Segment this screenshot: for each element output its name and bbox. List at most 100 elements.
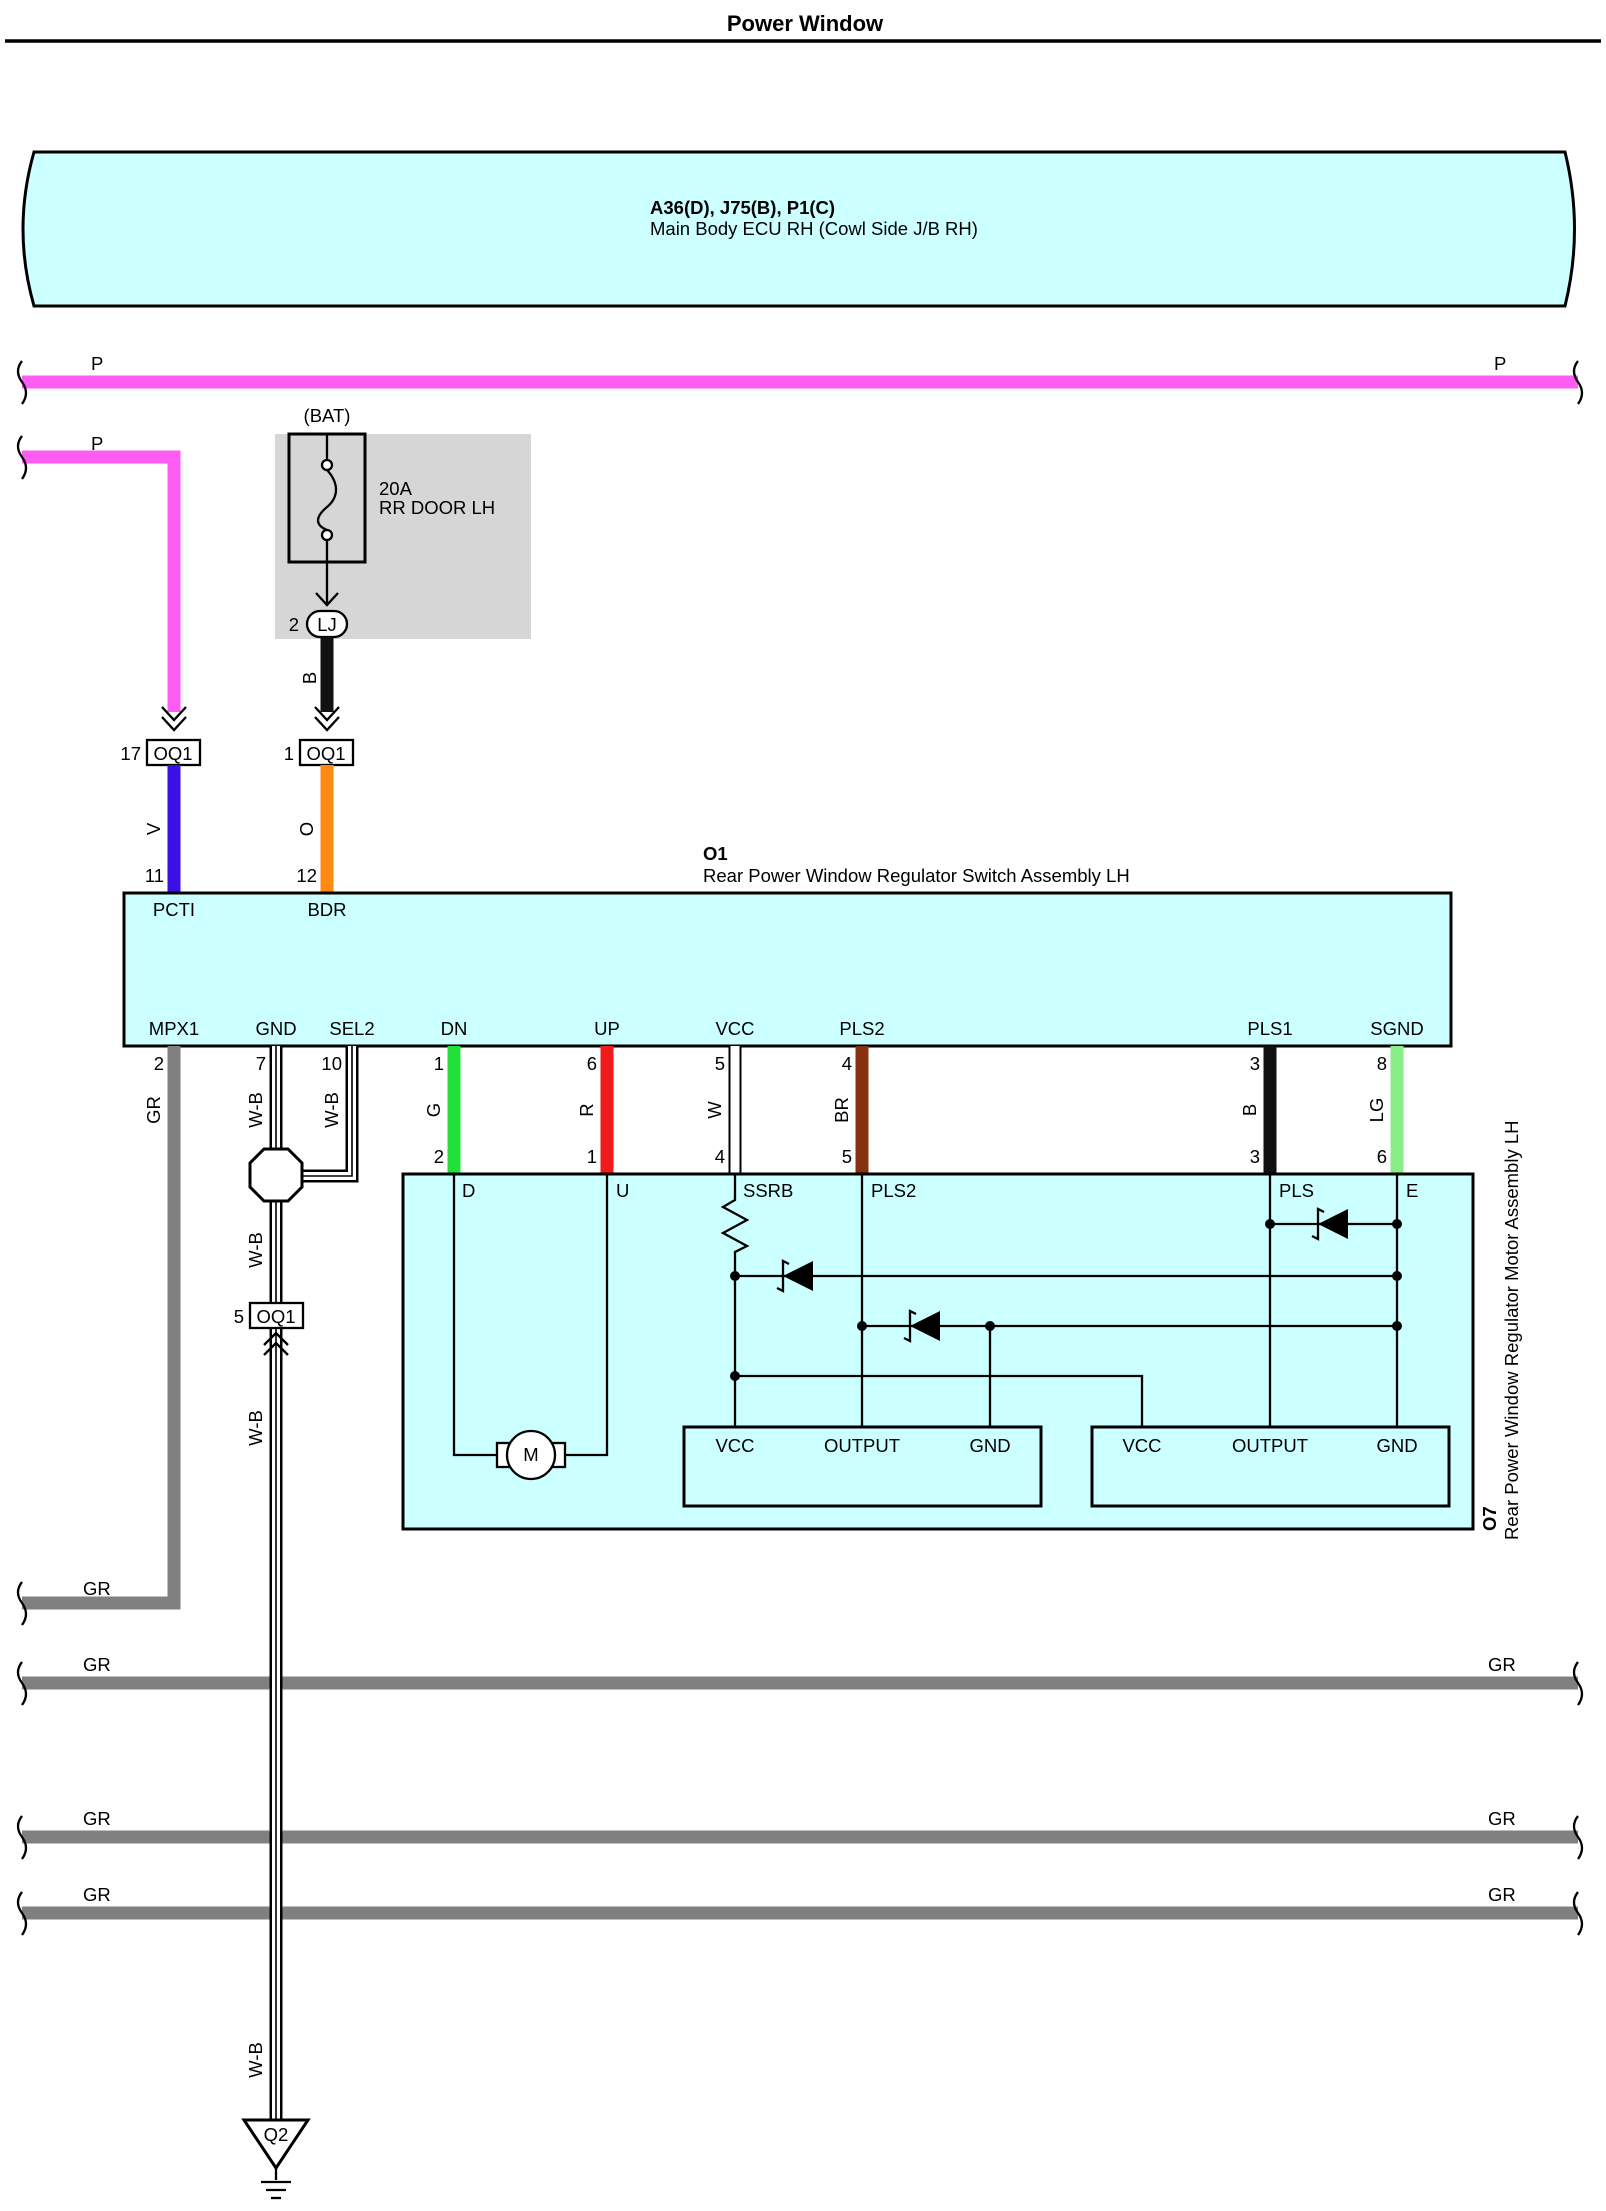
break-left-p-drop xyxy=(16,435,28,480)
zener-diode-icon xyxy=(1311,1207,1348,1241)
connector-oq1-pin5-label: OQ1 xyxy=(256,1306,295,1327)
pin-num-pls1: 3 xyxy=(1250,1053,1260,1074)
fuse-arrow xyxy=(315,592,339,607)
switch-name: Rear Power Window Regulator Switch Assem… xyxy=(703,865,1130,886)
connector-oq1-pin5 xyxy=(248,1301,305,1330)
pin-num-up: 6 xyxy=(587,1053,597,1074)
connector-oq1-pin1-num: 1 xyxy=(284,743,294,764)
ground-triangle xyxy=(241,2118,311,2171)
pin-name-sel2: SEL2 xyxy=(329,1018,374,1039)
wire-label-wb-low: W-B xyxy=(245,1410,266,1446)
motor-pin-num-pls2: 5 xyxy=(842,1146,852,1167)
pin-num-pls2: 4 xyxy=(842,1053,852,1074)
motor-label: M xyxy=(523,1444,538,1465)
motor-pin-name-e: E xyxy=(1406,1180,1418,1201)
sensor1-vcc: VCC xyxy=(715,1435,754,1456)
motor-pin-num-pls: 3 xyxy=(1250,1146,1260,1167)
zener-diode-icon xyxy=(903,1309,940,1343)
pin-num-gnd: 7 xyxy=(256,1053,266,1074)
wire-label-g: G xyxy=(423,1103,444,1117)
wire-wb-sel2 xyxy=(296,1046,359,1183)
wire-label-br: BR xyxy=(831,1097,852,1123)
conn-arrow-oq1-17-b xyxy=(161,716,187,732)
motor-pin-name-u: U xyxy=(616,1180,629,1201)
sensor1-output: OUTPUT xyxy=(824,1435,900,1456)
sensor2-vcc: VCC xyxy=(1122,1435,1161,1456)
wire-label-gr-bus3-right: GR xyxy=(1488,1884,1516,1905)
pulse-sensor-1 xyxy=(682,1425,1043,1508)
motor-pin-name-ssrb: SSRB xyxy=(743,1180,793,1201)
ecu-name: Main Body ECU RH (Cowl Side J/B RH) xyxy=(650,218,978,239)
motor-pin-name-pls2: PLS2 xyxy=(871,1180,916,1201)
break-right-p-bus xyxy=(1572,360,1584,405)
wire-label-gr-bus2-right: GR xyxy=(1488,1808,1516,1829)
pin-name-bdr: BDR xyxy=(307,899,346,920)
wire-label-p-drop: P xyxy=(91,433,103,454)
fuse-terminal-bottom xyxy=(320,528,334,542)
ground-icon xyxy=(261,2168,291,2200)
fuse-rating: 20A xyxy=(379,478,413,499)
pin-name-up: UP xyxy=(594,1018,620,1039)
pin-name-gnd: GND xyxy=(255,1018,296,1039)
connector-oq1-pin17-num: 17 xyxy=(120,743,141,764)
conn-arrow-oq1-1-a xyxy=(314,706,340,722)
wire-p-drop xyxy=(22,450,181,712)
break-left-p-bus xyxy=(16,360,28,405)
pin-name-dn: DN xyxy=(441,1018,468,1039)
wire-label-b-fuse: B xyxy=(299,672,320,684)
pin-num-mpx1: 2 xyxy=(154,1053,164,1074)
motor-pin-name-pls: PLS xyxy=(1279,1180,1314,1201)
conn-arrow-oq1-5-a xyxy=(263,1331,289,1346)
ecu-code: A36(D), J75(B), P1(C) xyxy=(650,197,835,218)
conn-arrow-oq1-5-b xyxy=(263,1341,289,1356)
wire-label-w: W xyxy=(704,1101,725,1119)
wire-label-wb-bottom: W-B xyxy=(245,2042,266,2078)
motor-pin-num-u: 1 xyxy=(587,1146,597,1167)
pin-num-vcc: 5 xyxy=(715,1053,725,1074)
switch-code: O1 xyxy=(703,843,728,864)
motor-pin-num-d: 2 xyxy=(434,1146,444,1167)
fuse-name: RR DOOR LH xyxy=(379,497,495,518)
pin-name-pls2: PLS2 xyxy=(839,1018,884,1039)
motor-symbol xyxy=(495,1429,567,1481)
wire-label-p-left: P xyxy=(91,353,103,374)
pin-num-dn: 1 xyxy=(434,1053,444,1074)
motor-internal-wiring xyxy=(452,1174,1399,1457)
pin-num-sel2: 10 xyxy=(321,1053,342,1074)
motor-pin-num-e: 6 xyxy=(1377,1146,1387,1167)
ecu-band xyxy=(21,150,1576,308)
diagram-title: Power Window xyxy=(727,11,884,36)
junction-dots xyxy=(730,1219,1402,1381)
wire-label-gr-bus3-left: GR xyxy=(83,1884,111,1905)
connector-oq1-pin1-label: OQ1 xyxy=(306,743,345,764)
ground-code: Q2 xyxy=(264,2124,289,2145)
fuse-element xyxy=(316,469,338,532)
junction-connector xyxy=(248,1147,304,1203)
wire-label-o: O xyxy=(296,822,317,836)
wire-label-gr-bus2-left: GR xyxy=(83,1808,111,1829)
break-left-gr-mpx1 xyxy=(16,1581,28,1626)
wire-label-lg: LG xyxy=(1366,1098,1387,1123)
fuse-block-bg xyxy=(275,434,531,639)
wire-label-gr-mpx1: GR xyxy=(143,1096,164,1124)
sensor1-gnd: GND xyxy=(969,1435,1010,1456)
motor-pin-name-d: D xyxy=(462,1180,475,1201)
connector-oq1-pin17 xyxy=(145,738,202,767)
wire-label-wb-gnd: W-B xyxy=(245,1092,266,1128)
motor-name: Rear Power Window Regulator Motor Assemb… xyxy=(1501,1121,1522,1541)
connector-lj-label: LJ xyxy=(317,614,337,635)
motor-assembly-box xyxy=(401,1172,1475,1531)
pin-name-sgnd: SGND xyxy=(1370,1018,1423,1039)
pin-num-pcti: 11 xyxy=(145,865,164,886)
switch-assembly-box xyxy=(122,891,1453,1048)
motor-code: O7 xyxy=(1479,1506,1500,1531)
wire-label-gr-mpx1-end: GR xyxy=(83,1578,111,1599)
wire-label-gr-bus1-right: GR xyxy=(1488,1654,1516,1675)
sensor2-output: OUTPUT xyxy=(1232,1435,1308,1456)
conn-arrow-oq1-1-b xyxy=(314,716,340,732)
pulse-sensor-2 xyxy=(1090,1425,1451,1508)
wire-label-v: V xyxy=(143,822,164,835)
pin-num-bdr: 12 xyxy=(296,865,317,886)
motor-pin-num-ssrb: 4 xyxy=(715,1146,725,1167)
